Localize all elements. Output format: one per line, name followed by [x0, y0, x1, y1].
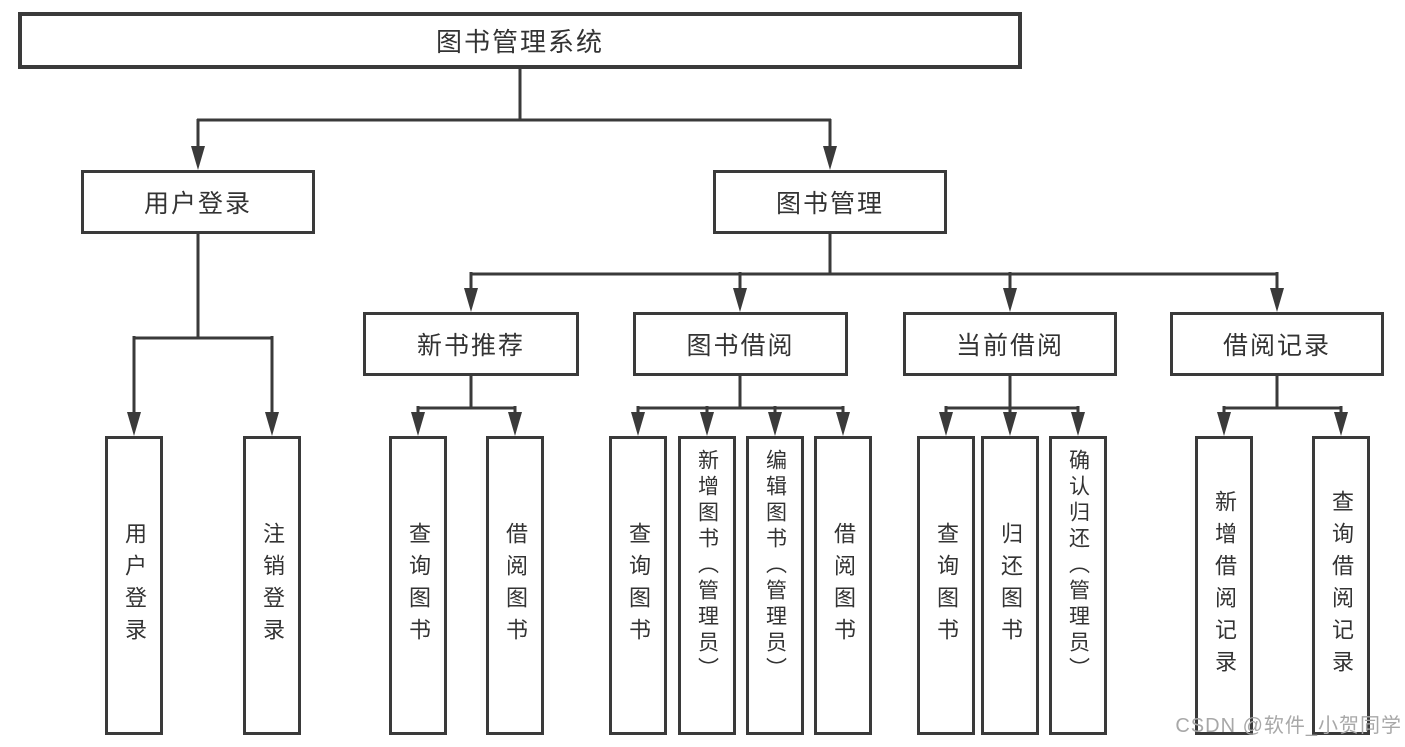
node-new-book-recommend: 新书推荐: [363, 312, 579, 376]
node-borrowing-records: 借阅记录: [1170, 312, 1384, 376]
arrowheads-user-login-leaves: [127, 412, 279, 436]
leaf-query-borrow-record-label: 查询借阅记录: [1329, 489, 1354, 682]
edge-user-login-to-leaves: [132, 234, 274, 414]
leaf-user-login-action: 用户登录: [105, 436, 163, 735]
leaf-query-books-borrowing-label: 查询图书: [626, 521, 651, 650]
leaf-query-books-borrowing: 查询图书: [609, 436, 667, 735]
leaf-edit-books-admin-label: 编辑图书（管理员）: [763, 449, 787, 683]
node-library-management-system: 图书管理系统: [18, 12, 1022, 69]
leaf-borrow-books-borrowing: 借阅图书: [814, 436, 872, 735]
leaf-user-login-action-label: 用户登录: [122, 521, 147, 650]
node-user-login-label: 用户登录: [143, 190, 252, 218]
leaf-add-books-admin-label: 新增图书（管理员）: [695, 449, 719, 683]
arrowheads-level2: [191, 146, 837, 170]
arrowheads-borrowing-records-leaves: [1217, 412, 1348, 436]
leaf-borrow-books-recommend-label: 借阅图书: [503, 521, 528, 650]
leaf-borrow-books-recommend: 借阅图书: [486, 436, 544, 735]
node-library-management-system-label: 图书管理系统: [435, 27, 604, 57]
leaf-query-books-recommend-label: 查询图书: [406, 521, 431, 650]
node-book-management: 图书管理: [713, 170, 947, 234]
arrowheads-book-borrowing-leaves: [631, 412, 850, 436]
leaf-logout-action: 注销登录: [243, 436, 301, 735]
edge-book-management-to-level3: [469, 234, 1279, 291]
leaf-return-books-label: 归还图书: [998, 521, 1023, 650]
edge-current-borrowing-to-leaves: [944, 376, 1080, 414]
edge-borrowing-records-to-leaves: [1222, 376, 1343, 414]
arrowheads-current-borrowing-leaves: [939, 412, 1085, 436]
leaf-add-books-admin: 新增图书（管理员）: [678, 436, 736, 735]
leaf-confirm-return-admin: 确认归还（管理员）: [1049, 436, 1107, 735]
leaf-edit-books-admin: 编辑图书（管理员）: [746, 436, 804, 735]
leaf-query-books-current: 查询图书: [917, 436, 975, 735]
node-user-login: 用户登录: [81, 170, 315, 234]
node-book-borrowing-label: 图书借阅: [686, 332, 795, 360]
arrowheads-new-book-recommend-leaves: [411, 412, 522, 436]
edge-new-book-recommend-to-leaves: [416, 376, 517, 414]
node-current-borrowing-label: 当前借阅: [955, 332, 1064, 360]
watermark: CSDN @软件_小贺同学: [1175, 715, 1402, 737]
node-new-book-recommend-label: 新书推荐: [416, 332, 525, 360]
leaf-query-books-recommend: 查询图书: [389, 436, 447, 735]
leaf-query-borrow-record: 查询借阅记录: [1312, 436, 1370, 735]
leaf-logout-action-label: 注销登录: [260, 521, 285, 650]
node-current-borrowing: 当前借阅: [903, 312, 1117, 376]
node-borrowing-records-label: 借阅记录: [1222, 332, 1331, 360]
leaf-query-books-current-label: 查询图书: [934, 521, 959, 650]
leaf-add-borrow-record-label: 新增借阅记录: [1212, 489, 1237, 682]
leaf-return-books: 归还图书: [981, 436, 1039, 735]
leaf-add-borrow-record: 新增借阅记录: [1195, 436, 1253, 735]
leaf-confirm-return-admin-label: 确认归还（管理员）: [1066, 449, 1090, 683]
edge-root-to-level2: [196, 69, 832, 148]
node-book-management-label: 图书管理: [775, 190, 884, 218]
node-book-borrowing: 图书借阅: [633, 312, 848, 376]
leaf-borrow-books-borrowing-label: 借阅图书: [831, 521, 856, 650]
arrowheads-level3: [464, 288, 1284, 312]
edge-book-borrowing-to-leaves: [636, 376, 845, 414]
